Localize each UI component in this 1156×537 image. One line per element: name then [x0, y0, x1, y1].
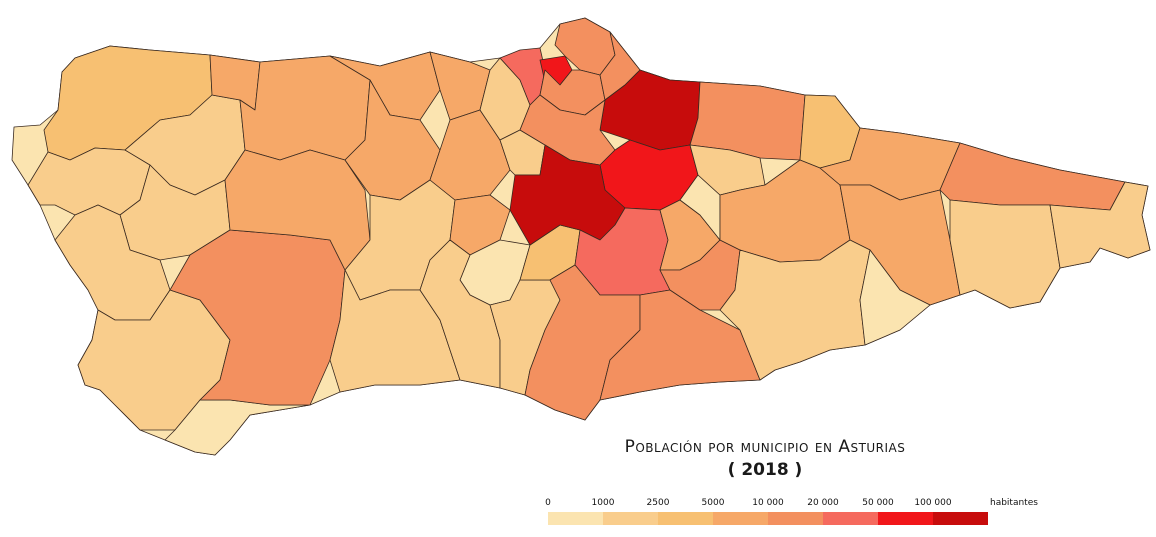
legend-label: 100 000 — [914, 498, 952, 508]
municipality — [239, 55, 371, 161]
legend-label: 0 — [545, 498, 551, 508]
legend-swatch — [823, 512, 878, 525]
legend-label: 50 000 — [862, 498, 894, 508]
map-title: Población por municipio en Asturias — [624, 437, 906, 457]
municipality — [939, 142, 1126, 211]
legend-swatch — [603, 512, 658, 525]
legend-label: 10 000 — [752, 498, 784, 508]
legend-swatch — [713, 512, 768, 525]
legend-swatch — [878, 512, 933, 525]
legend-label: 2500 — [646, 498, 670, 508]
legend-label: 1000 — [591, 498, 615, 508]
municipality — [519, 94, 616, 166]
legend-swatch — [768, 512, 823, 525]
municipality — [27, 147, 151, 216]
municipality — [419, 239, 501, 389]
municipality — [949, 199, 1061, 309]
legend-swatch — [658, 512, 713, 525]
map-subtitle: ( 2018 ) — [727, 460, 803, 480]
municipality — [224, 149, 371, 271]
legend-unit: habitantes — [990, 498, 1038, 508]
legend: 0 1000 2500 5000 10 000 20 000 50 000 100 000 — [545, 498, 988, 528]
municipality — [1049, 181, 1151, 269]
legend-swatch — [548, 512, 603, 525]
legend-swatch — [933, 512, 988, 525]
legend-label: 5000 — [701, 498, 725, 508]
legend-label: 20 000 — [807, 498, 839, 508]
municipality — [859, 249, 931, 346]
